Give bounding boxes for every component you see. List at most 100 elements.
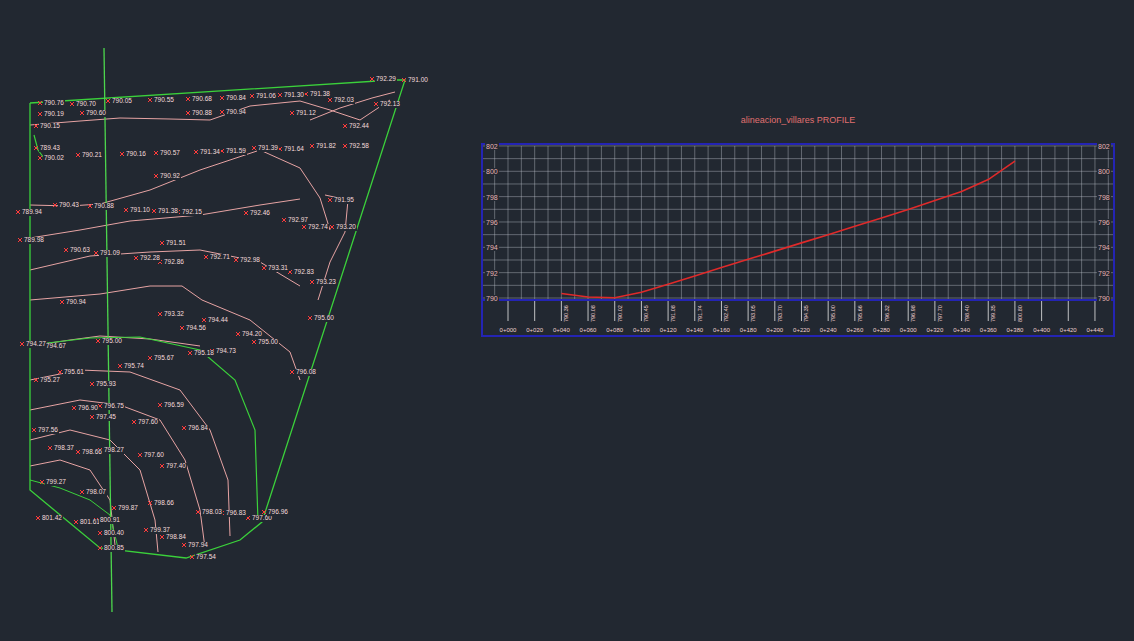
zone-line	[30, 480, 118, 548]
grid-line	[801, 146, 802, 300]
elevation-label: 792.44	[348, 123, 370, 130]
elevation-label: 792.29	[375, 76, 397, 83]
elevation-label: 791.39	[257, 145, 279, 152]
survey-point	[204, 255, 208, 259]
elevation-label: 801.42	[41, 515, 63, 522]
grid-line	[1041, 146, 1042, 300]
station-tick	[748, 301, 749, 321]
elevation-label: 795.00	[101, 338, 123, 345]
profile-elevation: 791.74	[698, 305, 704, 322]
survey-point	[186, 97, 190, 101]
grid-line	[1081, 146, 1082, 300]
survey-point	[74, 520, 78, 524]
contour-line	[30, 100, 390, 125]
elevation-label: 798.66	[153, 500, 175, 507]
survey-point	[402, 78, 406, 82]
survey-point	[34, 146, 38, 150]
survey-point	[302, 225, 306, 229]
station-label: 0+200	[766, 327, 783, 333]
elevation-label: 798.84	[165, 534, 187, 541]
station-tick	[934, 301, 935, 321]
elevation-label: 795.93	[95, 381, 117, 388]
station-label: 0+220	[793, 327, 810, 333]
grid-line	[534, 146, 535, 300]
elevation-label: 791.34	[199, 149, 221, 156]
station-label: 0+240	[820, 327, 837, 333]
grid-line	[948, 146, 949, 300]
survey-point	[262, 510, 266, 514]
elevation-label: 791.12	[295, 110, 317, 117]
grid-line	[708, 146, 709, 300]
survey-point	[132, 420, 136, 424]
profile-elevation: 792.40	[724, 305, 730, 322]
grid-line	[1001, 146, 1002, 300]
station-label: 0+060	[580, 327, 597, 333]
survey-point	[38, 156, 42, 160]
profile-elevation: 797.70	[938, 305, 944, 322]
grid-line	[761, 146, 762, 300]
elevation-label: 789.43	[39, 145, 61, 152]
grid-line	[921, 146, 922, 300]
survey-point	[80, 111, 84, 115]
elevation-label: 801.61	[79, 519, 101, 526]
station-label: 0+420	[1060, 327, 1077, 333]
elevation-label: 790.68	[191, 96, 213, 103]
profile-elevation: 790.08	[591, 305, 597, 322]
axis-value: 802	[485, 143, 499, 150]
axis-value: 800	[485, 168, 499, 175]
survey-point	[244, 211, 248, 215]
grid-line	[614, 146, 615, 300]
station-label: 0+380	[1006, 327, 1023, 333]
elevation-label: 794.44	[207, 317, 229, 324]
grid-line	[1054, 146, 1055, 300]
station-tick	[801, 301, 802, 321]
grid-line	[481, 209, 1115, 210]
zone-line	[30, 337, 258, 522]
elevation-label: 792.58	[348, 143, 370, 150]
axis-value: 796	[485, 219, 499, 226]
grid-line	[508, 146, 509, 300]
survey-point	[96, 339, 100, 343]
elevation-label: 790.94	[225, 109, 247, 116]
survey-point	[252, 340, 256, 344]
elevation-label: 798.66	[81, 449, 103, 456]
elevation-label: 796.83	[225, 510, 247, 517]
survey-point	[308, 316, 312, 320]
survey-point	[64, 248, 68, 252]
profile-elevation: 793.70	[778, 305, 784, 322]
elevation-label: 790.70	[75, 101, 97, 108]
survey-point	[112, 506, 116, 510]
profile-elevation: 794.35	[804, 305, 810, 322]
survey-point	[188, 351, 192, 355]
survey-point	[180, 326, 184, 330]
grid-line	[481, 171, 1115, 172]
elevation-label: 799.27	[45, 479, 67, 486]
survey-boundary	[30, 80, 405, 558]
elevation-label: 793.31	[267, 265, 289, 272]
elevation-label: 800.85	[103, 545, 125, 552]
contour-line	[30, 150, 330, 230]
survey-point	[48, 446, 52, 450]
elevation-label: 797.60	[137, 419, 159, 426]
profile-elevation: 796.98	[911, 305, 917, 322]
alignment-axis	[104, 48, 112, 612]
profile-elevation: 791.08	[671, 305, 677, 322]
profile-elevation: 799.35	[991, 305, 997, 322]
elevation-label: 796.59	[163, 402, 185, 409]
station-label: 0+000	[500, 327, 517, 333]
grid-line	[734, 146, 735, 300]
station-tick	[1014, 301, 1015, 321]
elevation-label: 794.67	[45, 343, 67, 350]
grid-line	[1014, 146, 1015, 300]
survey-point	[160, 535, 164, 539]
station-label: 0+160	[713, 327, 730, 333]
station-label: 0+140	[686, 327, 703, 333]
elevation-label: 791.82	[315, 143, 337, 150]
grid-line	[841, 146, 842, 300]
survey-point	[38, 112, 42, 116]
survey-point	[196, 510, 200, 514]
survey-point	[34, 124, 38, 128]
grid-line	[481, 247, 1115, 248]
elevation-label: 791.06	[255, 93, 277, 100]
station-label: 0+400	[1033, 327, 1050, 333]
